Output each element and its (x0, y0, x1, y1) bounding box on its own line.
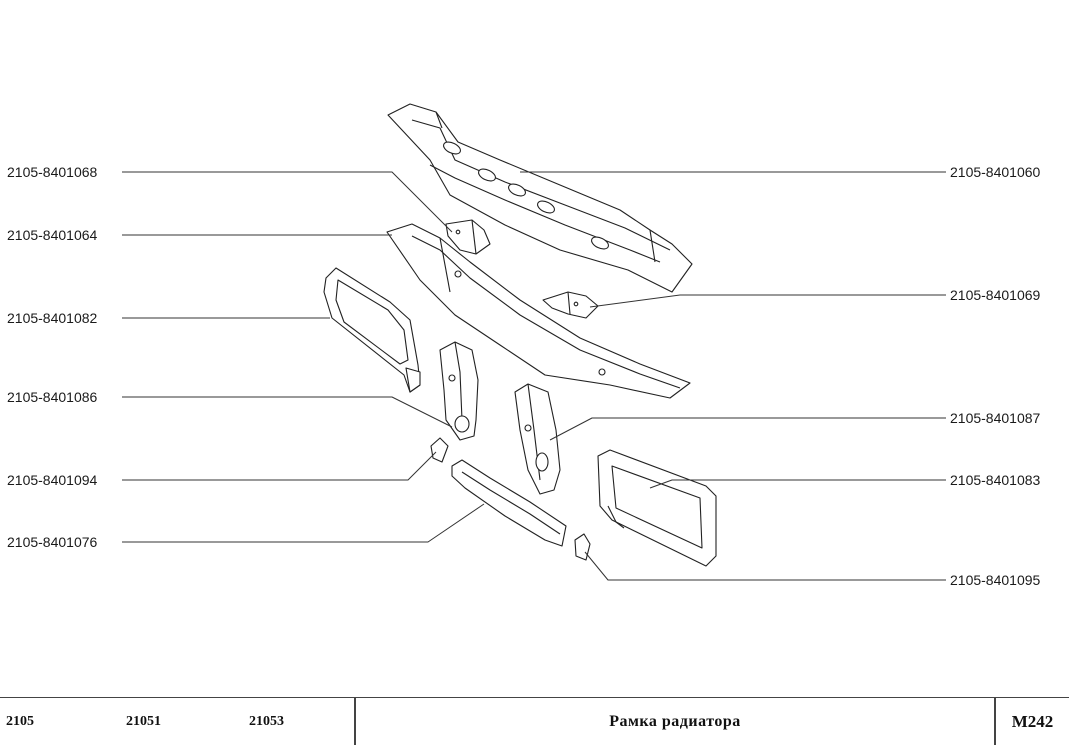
page-code: M242 (1011, 711, 1054, 731)
lower-beam (451, 459, 567, 547)
footer-bar: 2105 21051 21053 Рамка радиатора M242 (0, 697, 1069, 745)
part-label-8401087: 2105-8401087 (950, 410, 1041, 426)
part-label-8401064: 2105-8401064 (7, 227, 98, 243)
model-21053: 21053 (249, 713, 284, 729)
part-label-8401083: 2105-8401083 (950, 472, 1041, 488)
vertical-post-left (439, 341, 479, 441)
upper-cross-member (387, 103, 693, 293)
page-title: Рамка радиатора (609, 712, 741, 730)
vertical-post-right (514, 383, 561, 495)
footer-divider (354, 698, 356, 745)
part-label-8401069: 2105-8401069 (950, 287, 1041, 303)
small-bracket-left (430, 437, 449, 463)
leader-lines (122, 171, 946, 581)
part-label-8401076: 2105-8401076 (7, 534, 98, 550)
headlamp-frame-right (597, 449, 717, 567)
parts-diagram: 2105-8401068 2105-8401064 2105-8401082 2… (7, 103, 1041, 588)
model-21051: 21051 (126, 713, 161, 729)
bracket-left (445, 219, 491, 255)
model-2105: 2105 (6, 713, 34, 729)
part-label-8401086: 2105-8401086 (7, 389, 98, 405)
footer-divider (994, 698, 996, 745)
part-label-8401082: 2105-8401082 (7, 310, 98, 326)
part-label-8401094: 2105-8401094 (7, 472, 98, 488)
part-label-8401060: 2105-8401060 (950, 164, 1041, 180)
part-label-8401068: 2105-8401068 (7, 164, 98, 180)
bracket-right (542, 291, 599, 319)
part-label-8401095: 2105-8401095 (950, 572, 1041, 588)
headlamp-frame-left (323, 267, 421, 393)
lower-cross-member (386, 223, 691, 399)
